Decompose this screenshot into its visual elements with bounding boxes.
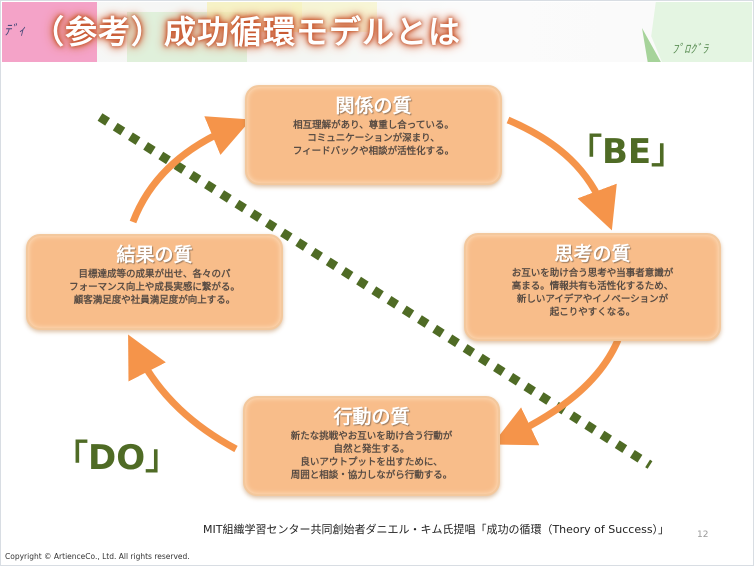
do-label: 「DO」: [54, 438, 180, 478]
copyright-notice: Copyright © ArtienceCo., Ltd. All rights…: [5, 552, 190, 561]
quality-of-action-title: 行動の質: [333, 406, 410, 428]
sticky-note-pink: [2, 2, 97, 62]
sticky-note-yellow-2: [292, 2, 377, 32]
arrow-thinking-to-action: [492, 338, 622, 446]
quality-of-action-box: 行動の質 新たな挑戦やお互いを助け合う行動が 自然と発生する。 良いアウトプット…: [243, 396, 500, 496]
quality-of-thinking-title: 思考の質: [554, 243, 631, 265]
cycle-arrows-layer: [97, 113, 653, 469]
quality-of-relationship-body: 相互理解があり、尊重し合っている。 コミュニケーションが深まり、 フィードバック…: [292, 120, 455, 157]
slide-title: （参考）成功循環モデルとは: [32, 13, 462, 51]
quality-of-thinking-body: お互いを助け合う思考や当事者意識が 高まる。情報共有も活性化するため、 新しいア…: [511, 268, 674, 318]
sticky-note-light-green: [651, 2, 752, 62]
scribble-right: ﾌﾟﾛｸﾞﾗ: [672, 42, 709, 56]
arrow-result-to-relationship: [129, 116, 252, 224]
success-cycle-diagram: 関係の質 相互理解があり、尊重し合っている。 コミュニケーションが深まり、 フィ…: [0, 62, 754, 512]
arrow-relationship-to-thinking: [506, 116, 617, 231]
scribble-left: ﾃﾞｨ: [4, 23, 25, 39]
slide-header: ﾃﾞｨ ﾌﾟﾛｸﾞﾗ （参考）成功循環モデルとは: [2, 2, 752, 62]
quality-of-result-title: 結果の質: [116, 244, 193, 266]
page-number: 12: [697, 530, 709, 540]
quality-of-result-body: 目標達成等の成果が出せ、各々のパ フォーマンス向上や成長実感に繋がる。 顧客満足…: [69, 269, 240, 306]
quality-of-relationship-box: 関係の質 相互理解があり、尊重し合っている。 コミュニケーションが深まり、 フィ…: [245, 85, 502, 185]
quality-of-result-box: 結果の質 目標達成等の成果が出せ、各々のパ フォーマンス向上や成長実感に繋がる。…: [26, 234, 283, 330]
arrow-action-to-result: [128, 334, 238, 453]
be-label: 「BE」: [568, 132, 686, 172]
source-citation: MIT組織学習センター共同創始者ダニエル・キム氏提唱「成功の循環（Theory …: [203, 523, 670, 536]
quality-of-action-body: 新たな挑戦やお互いを助け合う行動が 自然と発生する。 良いアウトプットを出すため…: [290, 431, 453, 481]
sticky-note-yellow: [207, 2, 302, 32]
quality-of-relationship-title: 関係の質: [335, 95, 412, 117]
quality-of-thinking-box: 思考の質 お互いを助け合う思考や当事者意識が 高まる。情報共有も活性化するため、…: [464, 233, 721, 341]
